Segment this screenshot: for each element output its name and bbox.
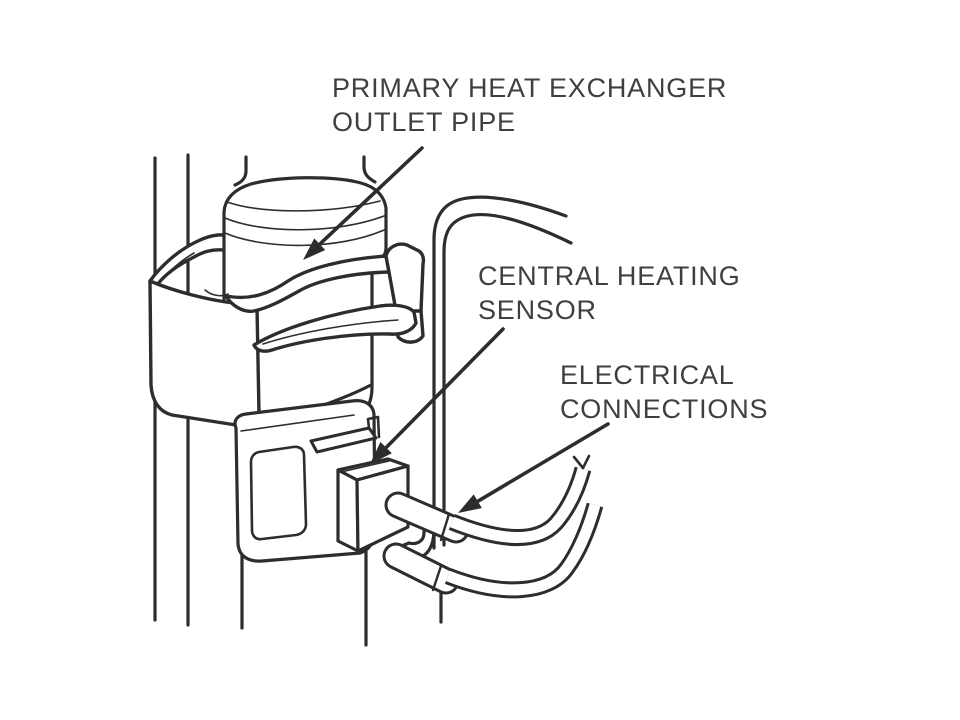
- label-line: SENSOR: [478, 295, 597, 325]
- outlet-pipe-arrow-head: [303, 238, 326, 260]
- electrical-connections-drawing: [382, 454, 604, 599]
- clamp-back-rim: [148, 233, 235, 287]
- wire-lower: [444, 502, 604, 599]
- label-primary-heat-exchanger-outlet-pipe: PRIMARY HEAT EXCHANGER OUTLET PIPE: [332, 71, 727, 139]
- label-line: ELECTRICAL: [560, 360, 735, 390]
- bracket-window: [249, 445, 308, 541]
- label-line: CENTRAL HEATING: [478, 261, 741, 291]
- sensor-arrow: [382, 327, 505, 451]
- electrical-arrow: [474, 422, 610, 505]
- pipe-clamp-drawing: [148, 242, 426, 428]
- wire-end-fork: [572, 454, 591, 470]
- label-line: OUTLET PIPE: [332, 107, 516, 137]
- callout-arrows: [303, 146, 610, 513]
- clamp-strap: [224, 254, 391, 313]
- label-electrical-connections: ELECTRICAL CONNECTIONS: [560, 358, 768, 426]
- sensor-drawing: [336, 457, 410, 553]
- label-central-heating-sensor: CENTRAL HEATING SENSOR: [478, 259, 741, 327]
- sensor-arrow-head: [370, 442, 392, 464]
- outlet-pipe-arrow: [316, 146, 424, 248]
- clamp-lever: [252, 303, 418, 353]
- label-line: CONNECTIONS: [560, 394, 769, 424]
- electrical-arrow-head: [458, 494, 482, 513]
- label-line: PRIMARY HEAT EXCHANGER: [332, 73, 728, 103]
- wire-upper: [448, 466, 592, 546]
- bracket-clip-tab: [309, 426, 378, 454]
